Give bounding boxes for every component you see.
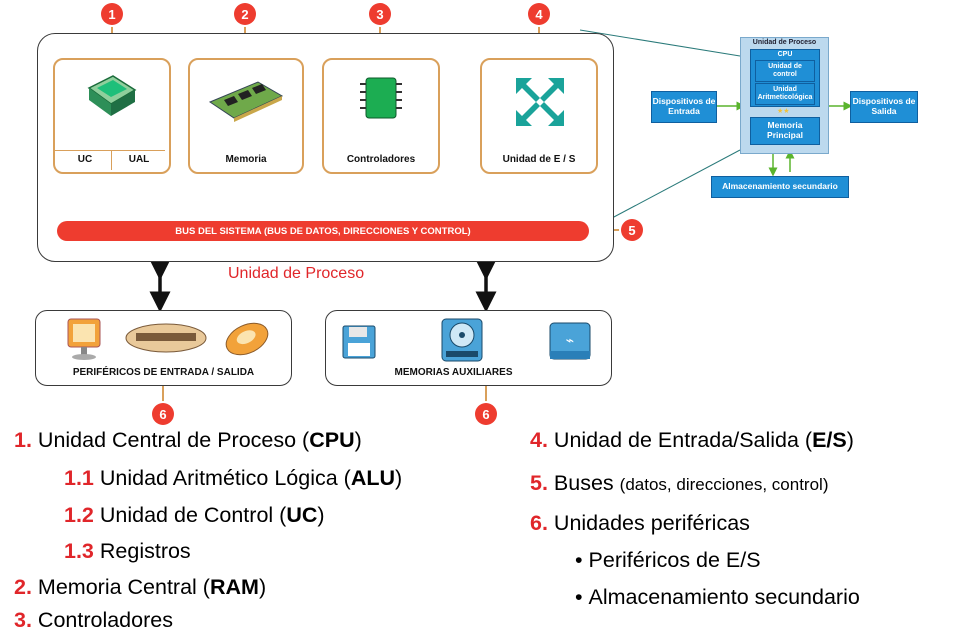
ual-label: UAL bbox=[128, 154, 150, 165]
mini-alu: Unidad Aritmeticológica bbox=[755, 83, 815, 105]
aux-memory-box: ⌁ MEMORIAS AUXILIARES bbox=[325, 310, 612, 386]
marker-6-aux: 6 bbox=[475, 403, 497, 425]
mini-process-unit-title: Unidad de Proceso bbox=[752, 39, 817, 46]
legend-bullet-storage: • Almacenamiento secundario bbox=[575, 585, 860, 609]
marker-2: 2 bbox=[234, 3, 256, 25]
marker-1: 1 bbox=[101, 3, 123, 25]
io-unit-card: Unidad de E / S bbox=[480, 58, 598, 174]
peripherals-label: PERIFÉRICOS DE ENTRADA / SALIDA bbox=[72, 367, 255, 378]
mini-control-unit: Unidad de control bbox=[755, 60, 815, 82]
process-unit-caption: Unidad de Proceso bbox=[228, 265, 365, 282]
aux-memory-label: MEMORIAS AUXILIARES bbox=[394, 367, 513, 378]
monitor-icon bbox=[64, 317, 104, 368]
usb-drive-icon: ⌁ bbox=[548, 319, 594, 370]
svg-text:⌁: ⌁ bbox=[566, 333, 574, 349]
cpu-chip-icon bbox=[83, 70, 139, 126]
cpu-card: UC UAL bbox=[53, 58, 171, 174]
mini-output-devices: Dispositivos de Salida bbox=[850, 91, 918, 123]
mini-cpu-label: CPU bbox=[777, 51, 793, 58]
io-arrows-icon bbox=[512, 74, 568, 130]
hard-drive-icon bbox=[440, 317, 484, 368]
controllers-card: Controladores bbox=[322, 58, 440, 174]
ram-module-icon bbox=[208, 78, 284, 124]
legend-item-5: 5. Buses (datos, direcciones, control) bbox=[530, 471, 829, 495]
legend-item-1-2: 1.2 Unidad de Control (UC) bbox=[64, 503, 325, 527]
uc-label: UC bbox=[77, 154, 93, 165]
system-bus: BUS DEL SISTEMA (BUS DE DATOS, DIRECCION… bbox=[57, 221, 589, 241]
io-unit-label: Unidad de E / S bbox=[502, 154, 576, 165]
legend-item-1-3: 1.3 Registros bbox=[64, 539, 191, 563]
peripherals-box: PERIFÉRICOS DE ENTRADA / SALIDA bbox=[35, 310, 292, 386]
legend-item-6: 6. Unidades periféricas bbox=[530, 511, 750, 535]
mini-process-unit: Unidad de Proceso CPU Unidad de control … bbox=[740, 37, 829, 154]
legend-item-1: 1. Unidad Central de Proceso (CPU) bbox=[14, 428, 362, 452]
marker-3: 3 bbox=[369, 3, 391, 25]
mini-main-memory: Memoria Principal bbox=[750, 117, 820, 145]
legend-1-number: 1. bbox=[14, 428, 32, 452]
marker-5: 5 bbox=[621, 219, 643, 241]
legend-item-3: 3. Controladores bbox=[14, 608, 173, 632]
memory-label: Memoria bbox=[225, 154, 267, 165]
mouse-icon bbox=[222, 317, 272, 362]
legend-item-4: 4. Unidad de Entrada/Salida (E/S) bbox=[530, 428, 854, 452]
memory-card: Memoria bbox=[188, 58, 304, 174]
legend-item-2: 2. Memoria Central (RAM) bbox=[14, 575, 267, 599]
mini-input-devices: Dispositivos de Entrada bbox=[651, 91, 717, 123]
legend-item-1-1: 1.1 Unidad Aritmético Lógica (ALU) bbox=[64, 466, 403, 490]
floppy-disk-icon bbox=[342, 325, 376, 364]
controllers-label: Controladores bbox=[346, 154, 416, 165]
legend-bullet-peripherals: • Periféricos de E/S bbox=[575, 548, 761, 572]
controller-chip-icon bbox=[358, 74, 404, 124]
marker-4: 4 bbox=[528, 3, 550, 25]
keyboard-icon bbox=[124, 321, 208, 360]
marker-6-peripherals: 6 bbox=[152, 403, 174, 425]
mini-secondary-storage: Almacenamiento secundario bbox=[711, 176, 849, 198]
